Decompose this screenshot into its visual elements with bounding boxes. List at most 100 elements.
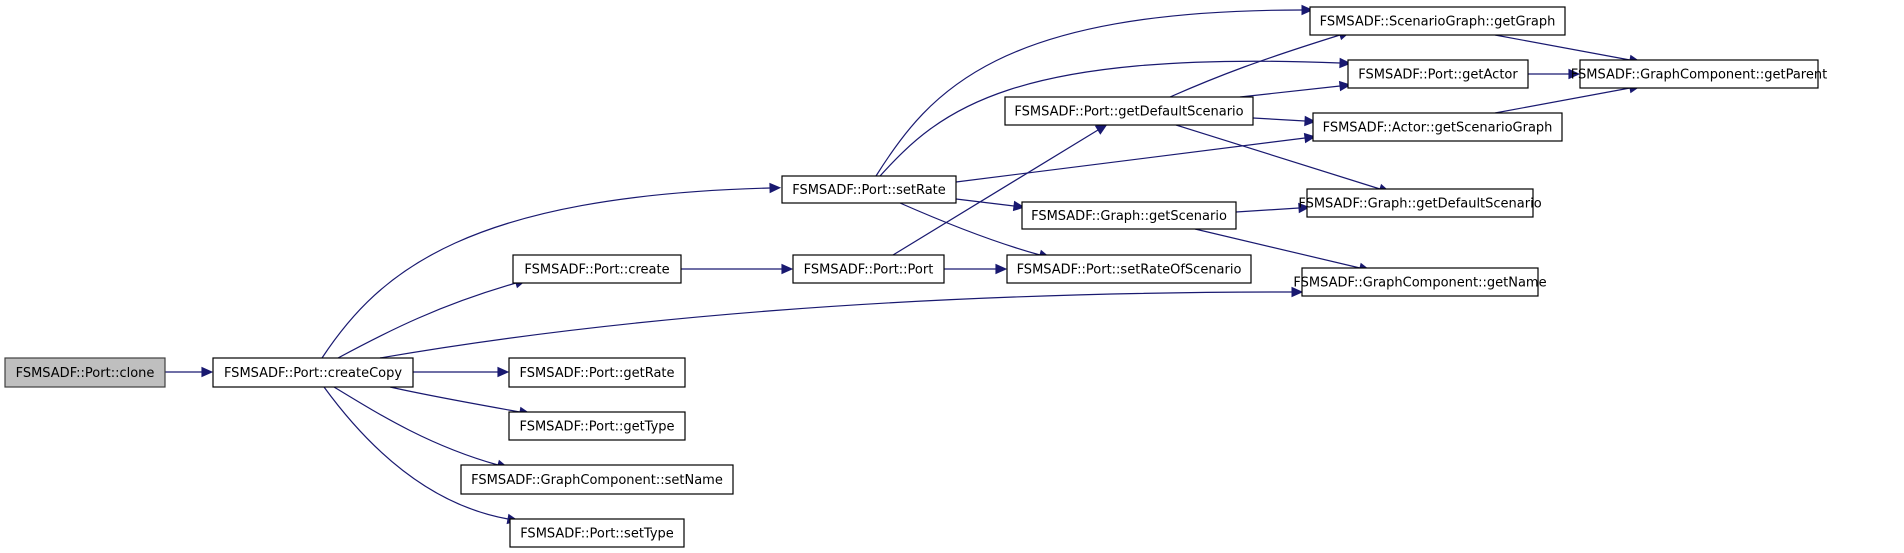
edge-createCopy-to-setName: [333, 386, 509, 470]
edge-createCopy-to-setType: [323, 386, 520, 525]
arrowhead-icon: [1291, 286, 1304, 298]
arrowhead-icon: [1012, 200, 1026, 212]
node-label: FSMSADF::Port::create: [524, 263, 669, 278]
edge-setRate-to-getGraph: [875, 4, 1314, 177]
edge-line: [875, 9, 1303, 177]
node-label: FSMSADF::GraphComponent::setName: [471, 473, 723, 488]
node-getType[interactable]: FSMSADF::Port::getType: [508, 411, 686, 441]
arrowhead-icon: [1298, 202, 1311, 214]
node-graphGetDefaultScenario[interactable]: FSMSADF::Graph::getDefaultScenario: [1298, 188, 1542, 218]
node-box: [509, 518, 685, 548]
arrowhead-icon: [201, 366, 214, 378]
edge-getScenario-to-graphGetDefaultScenario: [1235, 202, 1311, 214]
edge-line: [321, 187, 771, 359]
node-label: FSMSADF::Port::createCopy: [224, 366, 402, 381]
edge-line: [1175, 124, 1381, 190]
edge-line: [955, 137, 1306, 183]
node-setRate[interactable]: FSMSADF::Port::setRate: [781, 175, 957, 204]
edge-createCopy-to-getRate: [413, 366, 510, 378]
node-box: [792, 254, 945, 284]
node-setName[interactable]: FSMSADF::GraphComponent::setName: [460, 464, 734, 495]
edge-line: [899, 202, 1041, 256]
edge-getActor-to-getParent: [1528, 68, 1581, 80]
node-setType[interactable]: FSMSADF::Port::setType: [509, 518, 685, 548]
node-label: FSMSADF::Graph::getScenario: [1031, 209, 1227, 224]
edge-createCopy-to-create: [337, 278, 527, 359]
node-label: FSMSADF::Port::getActor: [1358, 68, 1518, 83]
node-box: [1006, 254, 1252, 284]
node-Port[interactable]: FSMSADF::Port::Port: [792, 254, 945, 284]
node-box: [1004, 96, 1254, 126]
node-box: [1309, 6, 1566, 36]
nodes-layer: FSMSADF::Port::clone FSMSADF::Port::creat…: [4, 6, 1827, 548]
node-label: FSMSADF::GraphComponent::getParent: [1571, 68, 1827, 83]
node-box: [1306, 188, 1534, 218]
node-box: [4, 357, 166, 388]
edge-portGetDefaultScenario-to-getGraph: [1169, 30, 1351, 98]
arrowhead-icon: [781, 263, 794, 275]
arrowhead-icon: [995, 263, 1008, 275]
edge-portGetDefaultScenario-to-getScenarioGraph: [1252, 115, 1317, 127]
node-label: FSMSADF::Actor::getScenarioGraph: [1323, 121, 1553, 136]
node-createCopy[interactable]: FSMSADF::Port::createCopy: [212, 357, 414, 388]
edge-line: [1494, 87, 1631, 114]
arrowhead-icon: [1094, 124, 1108, 135]
arrowhead-icon: [1338, 80, 1352, 92]
node-create[interactable]: FSMSADF::Port::create: [512, 254, 682, 284]
edge-line: [955, 198, 1015, 207]
edge-createCopy-to-setRate: [321, 182, 782, 359]
node-box: [512, 254, 682, 284]
arrowhead-icon: [497, 366, 510, 378]
node-box: [508, 411, 686, 441]
node-portGetDefaultScenario[interactable]: FSMSADF::Port::getDefaultScenario: [1004, 96, 1254, 126]
node-box: [1312, 112, 1563, 142]
edge-portGetDefaultScenario-to-getActor: [1239, 80, 1352, 98]
node-setRateOfScenario[interactable]: FSMSADF::Port::setRateOfScenario: [1006, 254, 1252, 284]
edge-line: [1494, 34, 1631, 61]
edge-setRate-to-getScenarioGraph: [955, 132, 1317, 183]
node-getGraph[interactable]: FSMSADF::ScenarioGraph::getGraph: [1309, 6, 1566, 36]
node-label: FSMSADF::Port::clone: [16, 366, 155, 381]
node-getScenario[interactable]: FSMSADF::Graph::getScenario: [1021, 201, 1237, 230]
node-getActor[interactable]: FSMSADF::Port::getActor: [1347, 59, 1529, 89]
node-getParent[interactable]: FSMSADF::GraphComponent::getParent: [1571, 59, 1827, 89]
edge-line: [1239, 85, 1341, 98]
node-label: FSMSADF::Port::getDefaultScenario: [1014, 105, 1243, 120]
edge-clone-to-createCopy: [165, 366, 214, 378]
edge-line: [879, 60, 1341, 177]
edge-setRate-to-getActor: [879, 57, 1352, 177]
edge-line: [333, 386, 499, 466]
arrowhead-icon: [1301, 4, 1314, 16]
edge-line: [1194, 228, 1361, 269]
edges-layer: [165, 4, 1642, 525]
node-clone[interactable]: FSMSADF::Port::clone: [4, 357, 166, 388]
node-getScenarioGraph[interactable]: FSMSADF::Actor::getScenarioGraph: [1312, 112, 1563, 142]
arrowhead-icon: [769, 182, 782, 194]
node-label: FSMSADF::Port::setRate: [792, 183, 946, 198]
node-getRate[interactable]: FSMSADF::Port::getRate: [508, 357, 686, 388]
edge-createCopy-to-getName: [379, 286, 1304, 359]
node-label: FSMSADF::Port::getRate: [519, 366, 674, 381]
node-box: [1579, 59, 1819, 89]
node-label: FSMSADF::ScenarioGraph::getGraph: [1320, 15, 1556, 30]
node-label: FSMSADF::Port::setType: [520, 527, 674, 542]
node-box: [1301, 267, 1539, 297]
node-box: [460, 464, 734, 495]
edge-Port-to-setRateOfScenario: [944, 263, 1008, 275]
edge-line: [1252, 117, 1306, 122]
node-box: [781, 175, 957, 204]
edge-line: [1169, 34, 1341, 98]
node-box: [212, 357, 414, 388]
node-getName[interactable]: FSMSADF::GraphComponent::getName: [1293, 267, 1547, 297]
node-box: [508, 357, 686, 388]
arrowhead-icon: [1303, 132, 1317, 144]
node-box: [1021, 201, 1237, 230]
edge-line: [323, 386, 509, 520]
edge-line: [892, 129, 1099, 256]
edge-line: [1235, 207, 1300, 213]
edge-line: [379, 291, 1293, 359]
node-label: FSMSADF::Port::setRateOfScenario: [1017, 263, 1242, 278]
edge-line: [337, 282, 517, 359]
edge-setRate-to-getScenario: [955, 198, 1026, 212]
